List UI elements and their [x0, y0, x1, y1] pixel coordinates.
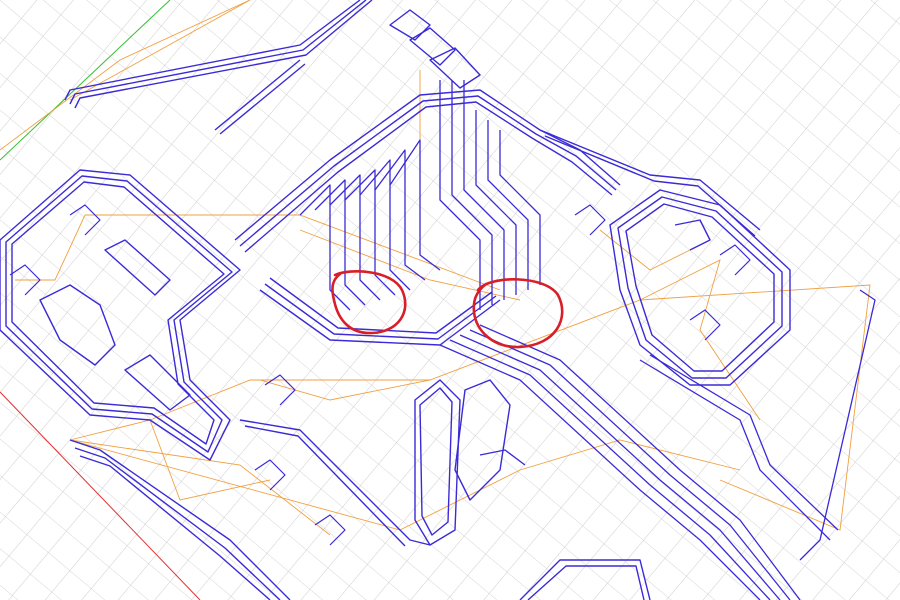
annotation-circle [472, 278, 564, 349]
toolpath-vias [9, 204, 751, 546]
toolpath-trace-bundle-right [439, 80, 541, 310]
toolpath-lower-middle [414, 379, 526, 546]
axis-y-line [0, 0, 171, 161]
toolpath-top-edge [64, 0, 373, 135]
toolpath-trace-bundle-left [299, 139, 441, 311]
toolpath-bottom-edge [69, 419, 651, 600]
toolpath-left-pads [0, 169, 241, 461]
axis-x-line [0, 391, 201, 600]
toolpath-lower-bus [439, 289, 876, 600]
annotations [331, 270, 564, 349]
toolpaths [0, 0, 876, 600]
annotation-circle [331, 270, 407, 335]
toolpath-right-ring [539, 129, 791, 386]
toolpath-top-connector [389, 9, 481, 89]
